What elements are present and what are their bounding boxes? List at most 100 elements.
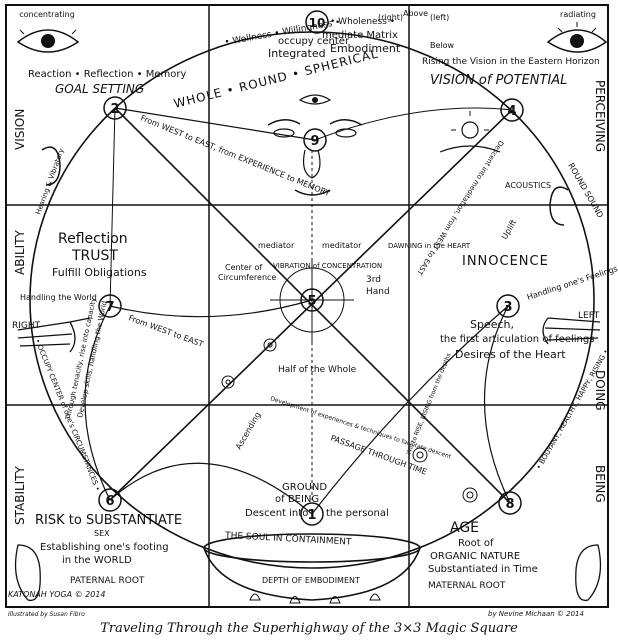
risk-label: RISK to SUBSTANTIATE [35, 513, 182, 528]
trust-label: TRUST [71, 248, 118, 264]
maternal-root-label: MATERNAL ROOT [428, 581, 506, 591]
center-cross-icon [270, 258, 354, 342]
path-2-to-9 [114, 107, 316, 141]
node-9-label: 9 [310, 134, 319, 149]
path-6-to-1 [109, 462, 313, 515]
path-7-to-6 [84, 305, 111, 501]
node-1: 1 [300, 502, 324, 526]
node-8-label: 8 [505, 497, 514, 512]
left-paren-label: (left) [430, 13, 449, 22]
vision-potential-label: VISION of POTENTIAL [430, 73, 567, 88]
the-personal-label: the personal [326, 508, 389, 519]
circumference-label: Circumference [218, 273, 276, 282]
path-3-to-8 [483, 305, 511, 504]
path-9-to-4 [314, 107, 513, 141]
paternal-root-label: PATERNAL ROOT [70, 576, 145, 586]
hand-icon-right [542, 317, 601, 345]
uplift-label: Uplift [500, 218, 518, 241]
node-4-label: 4 [507, 104, 516, 119]
hand-label: Hand [366, 287, 390, 297]
above-label: Above [403, 9, 428, 18]
being-side-label: BEING [593, 465, 607, 503]
of-being-label: of BEING [275, 494, 319, 505]
katonah-label: KATONAH YOGA © 2014 [8, 590, 106, 599]
node-2: 2 [103, 96, 127, 120]
handling-world-label: Handling the World [20, 293, 97, 302]
illustrated-label: Illustrated by Susan Fibro [8, 611, 85, 618]
below-label: Below [430, 41, 455, 50]
doing-side-label: DOING [593, 370, 607, 411]
ear-icon-left [41, 146, 61, 186]
dawning-label: DAWNING in the HEART [388, 242, 471, 250]
node-3: 3 [496, 294, 520, 318]
age-label: AGE [450, 520, 479, 536]
wholeness-label: • Wholeness • [330, 17, 395, 27]
descent-into-label: Descent into [245, 508, 308, 519]
ground-label: GROUND [282, 482, 327, 493]
speech-label: Speech, [470, 318, 514, 331]
substantiated-label: Substantiated in Time [428, 564, 538, 575]
caption-label: Traveling Through the Superhighway of th… [100, 621, 518, 636]
depth-embodiment-label: DEPTH OF EMBODIMENT [262, 576, 360, 585]
lower-left-text: Through tenacity, rise into capacity Dev… [35, 297, 182, 586]
right-hand-label: RIGHT [12, 321, 41, 331]
half-whole-label: Half of the Whole [278, 365, 357, 375]
node-2-label: 2 [110, 102, 119, 117]
node-6: 6 [98, 488, 122, 512]
round-sound-label: ROUND SOUND [566, 162, 605, 220]
in-world-label: in the WORLD [62, 555, 132, 566]
ability-side-label: ABILITY [13, 229, 27, 275]
fulfill-label: Fulfill Obligations [52, 266, 147, 279]
bowl-icon [203, 533, 421, 601]
acoustics-label: ACOUSTICS [505, 181, 551, 190]
node-3-label: 3 [503, 300, 512, 315]
grid [5, 4, 609, 608]
from-west-label: From WEST to EAST, from EXPERIENCE to ME… [139, 114, 331, 199]
node-10-label: 10 [309, 16, 326, 30]
foot-icon-right [575, 544, 602, 602]
first-articulation-label: the first articulation of feelings [440, 334, 594, 345]
innocence-label: INNOCENCE [462, 254, 549, 269]
side-labels: VISION ABILITY STABILITY PERCEIVING DOIN… [13, 80, 607, 525]
sun-icon [439, 111, 501, 153]
outer-border [5, 4, 609, 608]
nevine-label: by Nevine Michaan © 2014 [488, 610, 584, 618]
establishing-label: Establishing one's footing [40, 542, 169, 553]
reaction-label: Reaction • Reflection • Memory [28, 69, 186, 80]
radiating-label: radiating [560, 10, 596, 19]
path-1-to-3 [311, 305, 509, 515]
perceiving-side-label: PERCEIVING [593, 80, 607, 152]
hand-icon-left [17, 317, 91, 353]
node-7: 7 [98, 294, 122, 318]
node-1-label: 1 [307, 508, 316, 523]
occupy-label: occupy center [278, 36, 350, 47]
path-4-to-6 [109, 109, 513, 501]
left-hand-label: LEFT [578, 311, 600, 321]
path-7-to-2 [109, 107, 116, 307]
node-6-label: 6 [105, 494, 114, 509]
vibration-label: VIBRATION of CONCENTRATION [273, 262, 382, 270]
concentrating-label: concentrating [19, 10, 75, 19]
middle-right-text: INNOCENCE Uplift Handling one's Feelings… [388, 218, 618, 361]
spiral-icons [221, 338, 478, 503]
will-rise-label: Will to RISE, RISING from the depths [405, 352, 452, 455]
reflection-label: Reflection [58, 231, 128, 247]
ascending-label: Ascending [234, 411, 263, 451]
handling-feelings-label: Handling one's Feelings [526, 264, 618, 302]
meditator-label: meditator [322, 241, 362, 250]
eye-icon-concentrating [16, 29, 80, 53]
organic-nature-label: ORGANIC NATURE [430, 551, 520, 562]
third-label: 3rd [366, 275, 381, 285]
mediator-label: mediator [258, 241, 295, 250]
foot-icon-left [14, 544, 41, 602]
ear-icon-right [549, 186, 569, 226]
flame-icons [249, 593, 381, 604]
face-icon [267, 119, 363, 196]
eye-icon-radiating [546, 22, 608, 53]
node-4: 4 [500, 98, 524, 122]
root-of-label: Root of [458, 538, 494, 549]
middle-center-text: mediator meditator Center of Circumferen… [218, 241, 390, 375]
node-10: 10 [305, 10, 329, 34]
vision-side-label: VISION [13, 109, 27, 150]
mediate-label: mediate Matrix [322, 30, 398, 41]
